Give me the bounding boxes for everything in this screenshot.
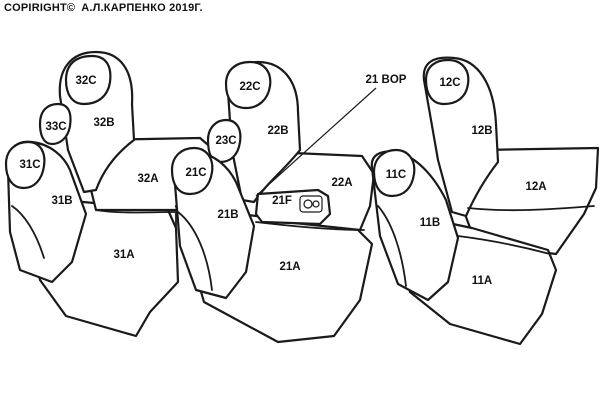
label-11a: 11A <box>472 275 492 287</box>
label-21c: 21C <box>185 167 206 179</box>
label-22a: 22A <box>331 177 352 189</box>
label-31c: 31C <box>19 159 40 171</box>
middle-headrest-21c <box>170 146 214 196</box>
rear-headrest-31c <box>4 140 46 190</box>
cupholder-ring-small-icon <box>312 200 320 208</box>
label-12b: 12B <box>471 125 492 137</box>
label-21bop: 21 BOP <box>366 74 407 86</box>
label-12a: 12A <box>525 181 546 193</box>
label-22c: 22C <box>239 81 260 93</box>
label-21a: 21A <box>279 261 300 273</box>
middle-armrest-21f <box>254 188 332 226</box>
label-32c: 32C <box>75 75 96 87</box>
front-seat-group <box>370 56 600 346</box>
leader-line-21bop <box>255 87 377 197</box>
copyright-symbol: © <box>66 2 76 14</box>
cupholder-icon <box>299 195 323 213</box>
label-11c: 11C <box>386 169 406 181</box>
rear-seat-group <box>4 50 216 338</box>
front-headrest-12c <box>424 58 470 106</box>
label-33c: 33C <box>45 121 66 133</box>
label-31a: 31A <box>113 249 134 261</box>
front-headrest-11c <box>372 148 416 198</box>
label-31b: 31B <box>51 195 72 207</box>
part-labels: 32C 33C 32B 31C 31B 32A 31A 22C 23C 22B … <box>19 74 546 287</box>
middle-seat-group <box>170 60 377 344</box>
copyright-author: А.Л.КАРПЕНКО 2019Г. <box>81 2 203 14</box>
label-22b: 22B <box>267 125 288 137</box>
label-32b: 32B <box>93 117 114 129</box>
label-21f: 21F <box>272 195 292 207</box>
rear-headrest-33c <box>38 102 72 146</box>
cupholder-ring-icon <box>303 199 313 209</box>
rear-headrest-32c <box>64 54 112 106</box>
middle-headrest-22c <box>224 60 272 110</box>
label-21b: 21B <box>217 209 238 221</box>
label-11b: 11B <box>420 217 440 229</box>
copyright-prefix: COPIRIGHT <box>4 2 67 14</box>
copyright-notice: COPIRIGHT© А.Л.КАРПЕНКО 2019Г. <box>4 2 203 14</box>
label-23c: 23C <box>215 135 236 147</box>
label-32a: 32A <box>137 173 158 185</box>
label-12c: 12C <box>439 77 460 89</box>
